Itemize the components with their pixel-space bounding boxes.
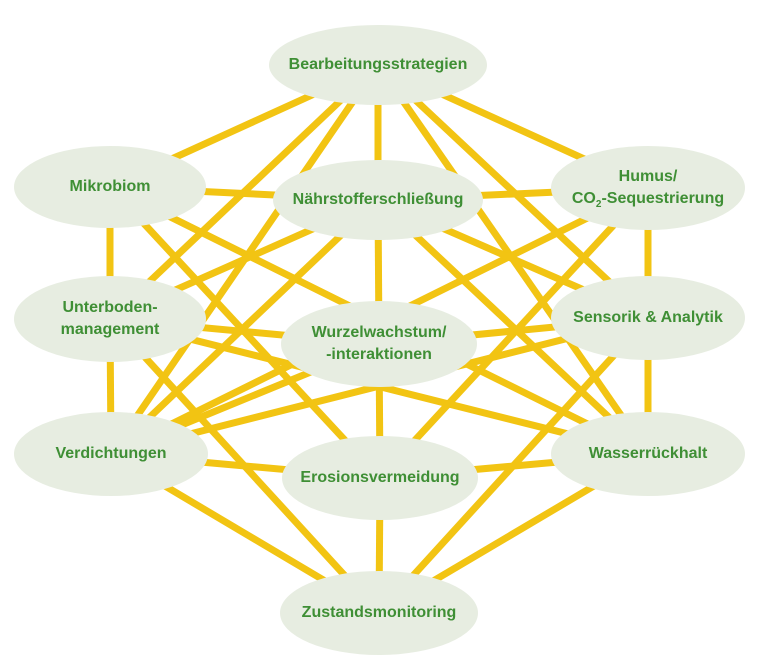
node-label-block: Wurzelwachstum/ -interaktionen	[312, 322, 447, 366]
node-label-line: Sensorik & Analytik	[573, 309, 723, 326]
node-wasserrueckhalt: Wasserrückhalt	[551, 412, 745, 496]
node-wurzelwachstum-interaktionen: Wurzelwachstum/ -interaktionen	[281, 301, 477, 387]
node-unterbodenmanagement: Unterboden- management	[14, 276, 206, 362]
node-label-line: Humus/	[618, 168, 678, 185]
node-sensorik-analytik: Sensorik & Analytik	[551, 276, 745, 360]
node-label-line: -interaktionen	[326, 346, 432, 363]
node-label-line: Zustandsmonitoring	[301, 604, 457, 621]
node-erosionsvermeidung: Erosionsvermeidung	[282, 436, 478, 520]
node-label-line: Erosionsvermeidung	[300, 469, 460, 486]
node-label-line: Bearbeitungsstrategien	[288, 56, 468, 73]
node-zustandsmonitoring: Zustandsmonitoring	[280, 571, 478, 655]
node-label-line: Wasserrückhalt	[588, 445, 708, 462]
node-label-line: Nährstofferschließung	[292, 191, 464, 208]
node-label-line: Mikrobiom	[69, 178, 151, 195]
edge-naehrstoff-verdichtungen	[108, 197, 381, 457]
node-label-line: Verdichtungen	[55, 445, 167, 462]
edge-naehrstoff-wasser	[375, 197, 651, 457]
co2-suffix: -Sequestrierung	[601, 190, 725, 207]
node-label-line: management	[60, 321, 160, 338]
node-label-line: Wurzelwachstum/	[311, 324, 447, 341]
node-humus-co2-sequestrierung: Humus/ CO2-Sequestrierung	[551, 146, 745, 230]
node-label-line: Unterboden-	[62, 299, 158, 316]
co2-subscript: 2	[595, 199, 602, 211]
node-label-line: CO2-Sequestrierung	[572, 188, 724, 210]
node-label-block: Unterboden- management	[61, 297, 160, 341]
node-bearbeitungsstrategien: Bearbeitungsstrategien	[269, 25, 487, 105]
node-label-block: Humus/ CO2-Sequestrierung	[572, 166, 724, 210]
node-mikrobiom: Mikrobiom	[14, 146, 206, 228]
node-naehrstofferschliessung: Nährstofferschließung	[273, 160, 483, 240]
node-verdichtungen: Verdichtungen	[14, 412, 208, 496]
co2-prefix: CO	[571, 190, 596, 207]
